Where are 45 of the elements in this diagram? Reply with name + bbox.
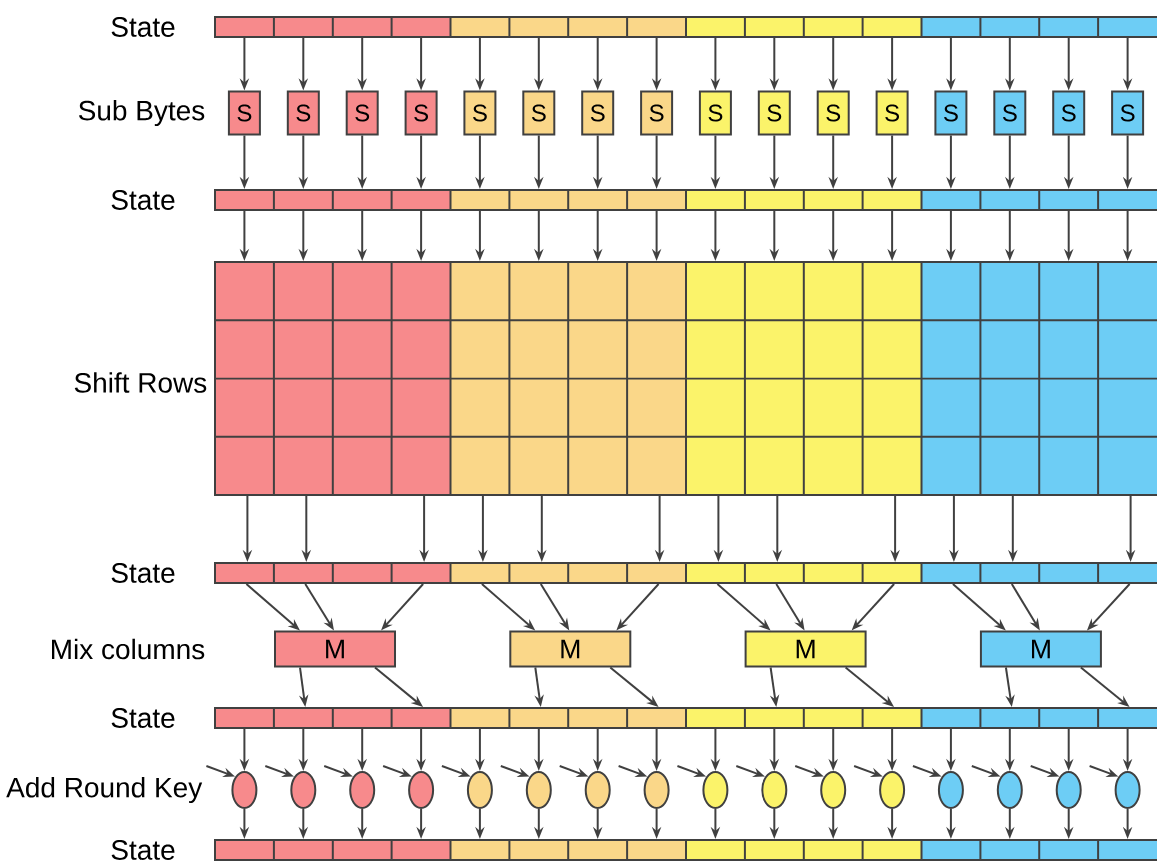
row-label: Shift Rows <box>74 372 207 393</box>
s-box: S <box>581 90 615 136</box>
row-label: Sub Bytes <box>78 99 205 127</box>
xor-circle <box>996 771 1023 809</box>
s-box: S <box>286 90 320 136</box>
mix-box: M <box>979 630 1102 668</box>
xor-circle <box>349 771 376 809</box>
s-box: S <box>757 90 791 136</box>
xor-circle <box>820 771 847 809</box>
xor-circle <box>231 771 258 809</box>
xor-circle <box>408 771 435 809</box>
xor-circle <box>1114 771 1141 809</box>
mix-box: M <box>744 630 867 668</box>
xor-circle <box>584 771 611 809</box>
s-box: S <box>1111 90 1145 136</box>
row-label: State <box>111 17 175 37</box>
row-label: State <box>111 190 175 210</box>
xor-circle <box>643 771 670 809</box>
xor-circle <box>1055 771 1082 809</box>
s-box: S <box>1052 90 1086 136</box>
s-box: S <box>463 90 497 136</box>
s-box: S <box>345 90 379 136</box>
s-box: S <box>993 90 1027 136</box>
xor-circle <box>290 771 317 809</box>
s-box: S <box>522 90 556 136</box>
xor-circle <box>761 771 788 809</box>
s-box: S <box>816 90 850 136</box>
xor-circle <box>937 771 964 809</box>
row-label: State <box>111 840 175 860</box>
s-box: S <box>227 90 261 136</box>
row-label: State <box>111 563 175 583</box>
mix-box: M <box>509 630 632 668</box>
s-box: S <box>875 90 909 136</box>
row-label: Mix columns <box>52 638 205 660</box>
xor-circle <box>702 771 729 809</box>
s-box: S <box>934 90 968 136</box>
xor-circle <box>879 771 906 809</box>
s-box: S <box>698 90 732 136</box>
s-box: S <box>640 90 674 136</box>
row-label: State <box>111 708 175 728</box>
xor-circle <box>525 771 552 809</box>
xor-circle <box>466 771 493 809</box>
row-label: Add Round Key <box>6 776 203 804</box>
mix-box: M <box>274 630 396 668</box>
s-box: S <box>404 90 438 136</box>
